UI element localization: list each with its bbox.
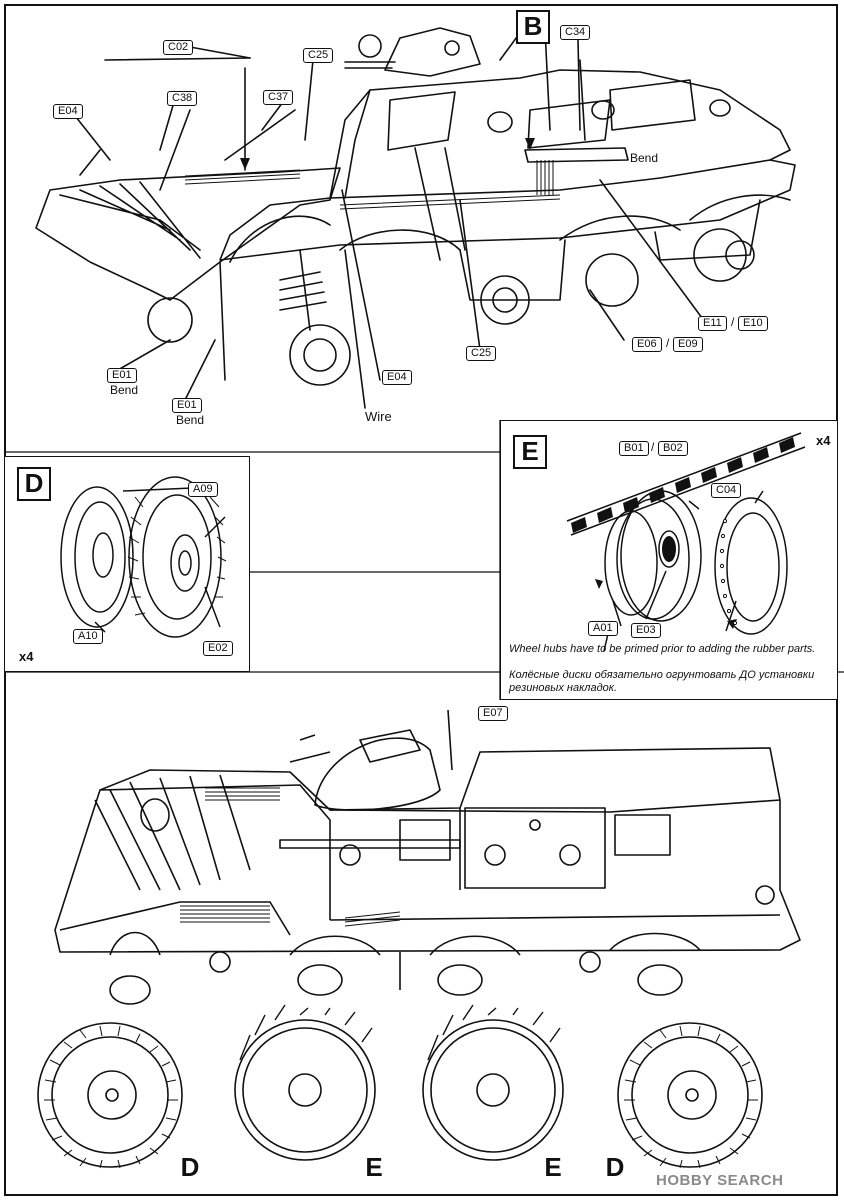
wheel-e-exploded-drawing — [566, 432, 806, 652]
slash-e06-e09: / — [666, 336, 670, 350]
bend-right-note: Bend — [630, 151, 659, 165]
caption-english: Wheel hubs have to be primed prior to ad… — [509, 643, 816, 655]
part-e01-b-label: E01 — [172, 398, 202, 413]
part-a01-label: A01 — [588, 621, 618, 636]
part-e09-label: E09 — [673, 337, 703, 352]
wheel-position-label-1: D — [180, 1152, 200, 1182]
bend-b-note: Bend — [176, 413, 205, 427]
part-b02-label: B02 — [658, 441, 688, 456]
part-c34-label: C34 — [560, 25, 591, 40]
part-c25-top-label: C25 — [303, 48, 334, 63]
wheel-position-label-3: E — [544, 1152, 562, 1182]
part-e02-label: E02 — [203, 641, 233, 656]
wheel-d-exploded-drawing — [60, 476, 227, 638]
wheel-position-label-4: D — [605, 1152, 625, 1182]
part-a10-label: A10 — [73, 629, 103, 644]
part-c25-bottom-label: C25 — [466, 346, 497, 361]
watermark: HOBBY SEARCH — [656, 1172, 784, 1189]
panel-d-quantity: x4 — [19, 649, 34, 664]
part-a09-label: A09 — [188, 482, 218, 497]
part-e07-label: E07 — [478, 706, 508, 721]
slash-e11-e10: / — [731, 315, 735, 329]
part-c02-label: C02 — [163, 40, 194, 55]
vehicle-side-drawing — [37, 709, 801, 1169]
part-e01-a-label: E01 — [107, 368, 137, 383]
part-c38-label: C38 — [167, 91, 198, 106]
part-e06-label: E06 — [632, 337, 662, 352]
slash-b01-b02: / — [651, 440, 655, 454]
part-c37-label: C37 — [263, 90, 294, 105]
step-d-label: D — [17, 467, 51, 501]
wire-note: Wire — [365, 409, 392, 424]
panel-d: D A09 A10 E02 x4 — [4, 456, 250, 672]
part-e03-label: E03 — [631, 623, 661, 638]
panel-e-quantity: x4 — [816, 433, 831, 448]
caption-russian: Колёсные диски обязательно огрунтовать Д… — [509, 669, 815, 694]
part-e11-label: E11 — [698, 316, 727, 331]
part-e10-label: E10 — [738, 316, 768, 331]
part-e04-bottom-label: E04 — [382, 370, 412, 385]
vehicle-perspective-drawing — [35, 25, 796, 409]
step-b-label: B — [516, 10, 550, 44]
bend-a-note: Bend — [110, 383, 139, 397]
part-e04-left-label: E04 — [53, 104, 83, 119]
step-e-label: E — [513, 435, 547, 469]
wheel-position-label-2: E — [365, 1152, 383, 1182]
part-c04-label: C04 — [711, 483, 742, 498]
panel-e: E x4 B01 / B02 C04 A01 E03 Wheel hubs ha… — [500, 420, 838, 700]
part-b01-label: B01 — [619, 441, 649, 456]
